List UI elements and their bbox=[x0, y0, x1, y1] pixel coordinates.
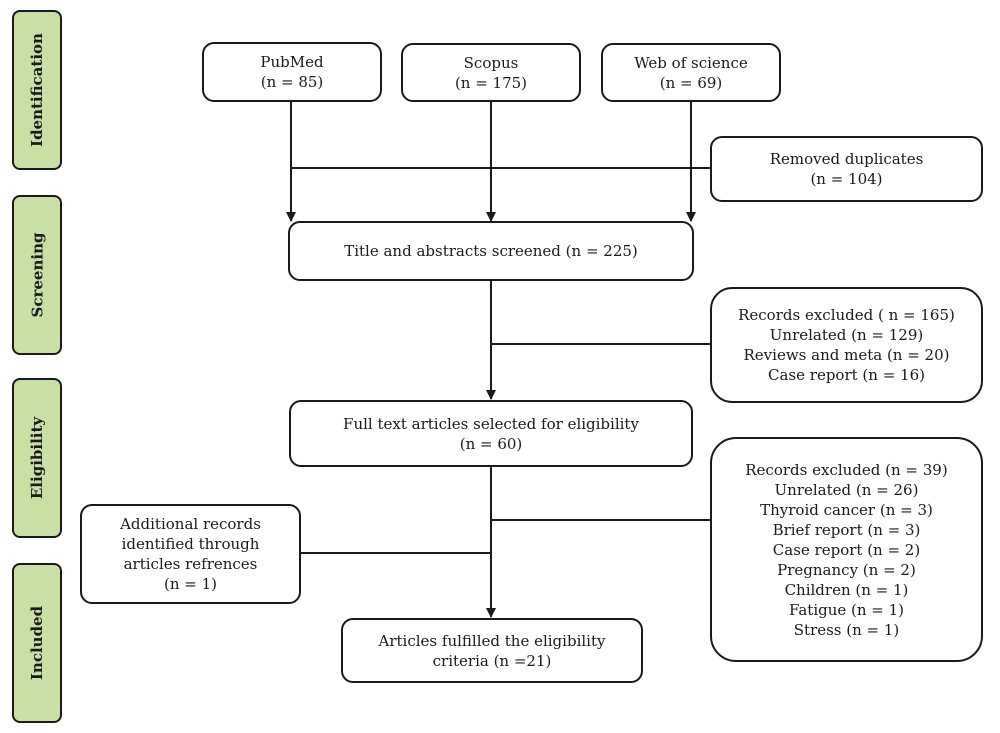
eligibility-exclusion-line: Children (n = 1) bbox=[784, 580, 909, 599]
source-wos-count: (n = 69) bbox=[659, 73, 723, 92]
removed-duplicates-label: Removed duplicates bbox=[769, 150, 924, 168]
screening-exclusion-line: Records excluded ( n = 165) bbox=[738, 306, 955, 324]
fulltext-count: (n = 60) bbox=[459, 434, 523, 453]
additional-records-line: identified through bbox=[121, 535, 260, 553]
eligibility-exclusion-line: Stress (n = 1) bbox=[793, 620, 900, 639]
stage-identification-label: Identification bbox=[28, 33, 47, 147]
additional-records-box: Additional records identified through ar… bbox=[80, 504, 301, 604]
stage-identification: Identification bbox=[12, 10, 62, 170]
eligibility-exclusion-line: Unrelated (n = 26) bbox=[774, 480, 919, 499]
source-pubmed-count: (n = 85) bbox=[260, 73, 324, 91]
eligibility-exclusion-line: Thyroid cancer (n = 3) bbox=[760, 500, 933, 519]
additional-records-line: (n = 1) bbox=[163, 575, 217, 593]
eligibility-exclusions-box: Records excluded (n = 39) Unrelated (n =… bbox=[710, 437, 983, 662]
source-pubmed-name: PubMed bbox=[260, 53, 324, 71]
stage-eligibility-label: Eligibility bbox=[28, 416, 46, 500]
eligibility-exclusion-line: Fatigue (n = 1) bbox=[788, 600, 905, 619]
eligibility-exclusion-line: Pregnancy (n = 2) bbox=[777, 560, 916, 579]
stage-eligibility: Eligibility bbox=[12, 378, 62, 538]
included-count: criteria (n =21) bbox=[432, 651, 552, 670]
screened-label: Title and abstracts screened (n = 225) bbox=[344, 242, 638, 260]
additional-records-line: articles refrences bbox=[123, 555, 258, 573]
removed-duplicates-count: (n = 104) bbox=[810, 170, 883, 188]
source-wos-box: Web of science (n = 69) bbox=[601, 43, 781, 102]
screening-exclusion-line: Reviews and meta (n = 20) bbox=[743, 346, 950, 364]
fulltext-label: Full text articles selected for eligibil… bbox=[343, 414, 639, 433]
eligibility-exclusion-line: Case report (n = 2) bbox=[772, 540, 921, 559]
removed-duplicates-box: Removed duplicates (n = 104) bbox=[710, 136, 983, 202]
stage-included: Included bbox=[12, 563, 62, 723]
eligibility-exclusion-line: Brief report (n = 3) bbox=[772, 520, 921, 539]
included-box: Articles fulfilled the eligibility crite… bbox=[341, 618, 643, 683]
source-scopus-name: Scopus bbox=[463, 53, 519, 72]
screening-exclusion-line: Case report (n = 16) bbox=[768, 366, 925, 384]
additional-records-line: Additional records bbox=[120, 515, 261, 533]
screening-exclusion-line: Unrelated (n = 129) bbox=[769, 326, 924, 344]
screened-box: Title and abstracts screened (n = 225) bbox=[288, 221, 694, 281]
source-pubmed-box: PubMed (n = 85) bbox=[202, 42, 382, 102]
stage-included-label: Included bbox=[28, 605, 46, 681]
stage-screening-label: Screening bbox=[28, 232, 46, 318]
source-wos-name: Web of science bbox=[634, 53, 748, 72]
screening-exclusions-box: Records excluded ( n = 165) Unrelated (n… bbox=[710, 287, 983, 403]
eligibility-exclusion-line: Records excluded (n = 39) bbox=[745, 460, 948, 479]
stage-screening: Screening bbox=[12, 195, 62, 355]
source-scopus-count: (n = 175) bbox=[454, 73, 528, 92]
included-label: Articles fulfilled the eligibility bbox=[378, 631, 606, 650]
source-scopus-box: Scopus (n = 175) bbox=[401, 43, 581, 102]
fulltext-box: Full text articles selected for eligibil… bbox=[289, 400, 693, 467]
